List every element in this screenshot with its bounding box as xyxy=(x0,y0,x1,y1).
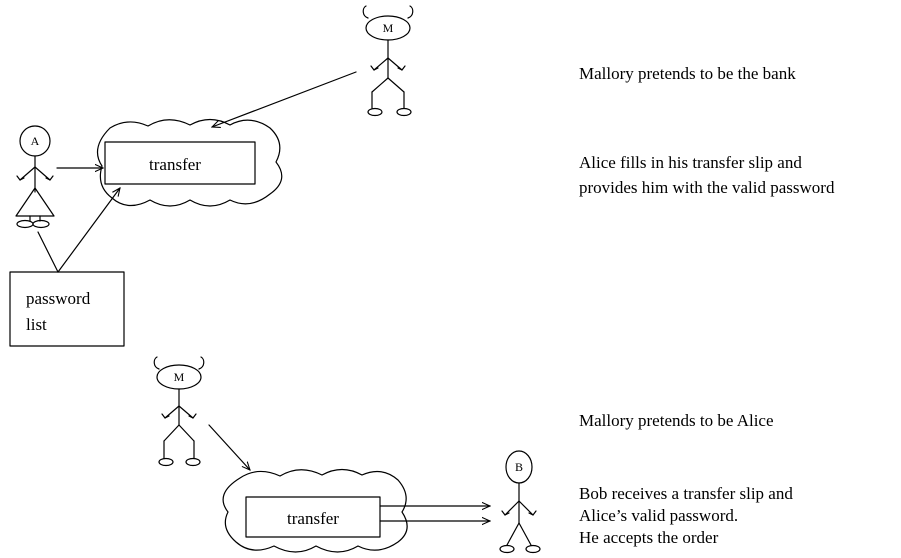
password-list-box xyxy=(9,271,125,347)
bob-cloud xyxy=(222,468,408,553)
transfer-label: transfer xyxy=(149,155,201,174)
password-to-transfer-arrow xyxy=(57,188,120,273)
caption-mallory-alice: Mallory pretends to be Alice xyxy=(579,411,774,430)
transfer-label-2: transfer xyxy=(287,509,339,528)
scene-1: M transfer A xyxy=(9,5,835,347)
caption-mallory-bank: Mallory pretends to be the bank xyxy=(579,64,796,83)
caption-bob-receives-2: Alice’s valid password. xyxy=(579,506,738,525)
bob-head-label: B xyxy=(515,460,523,474)
mallory-head-label: M xyxy=(383,21,394,35)
mallory-figure-2: M xyxy=(153,356,205,467)
alice-figure: A xyxy=(15,125,55,229)
mallory-to-bob-arrow xyxy=(208,424,250,470)
mallory-to-bank-arrow xyxy=(212,71,357,127)
transfer-slip-box-2 xyxy=(245,496,381,538)
alice-head-label: A xyxy=(31,134,40,148)
caption-alice-fills-1: Alice fills in his transfer slip and xyxy=(579,153,802,172)
caption-alice-fills-2: provides him with the valid password xyxy=(579,178,835,197)
password-to-alice-line xyxy=(37,231,59,273)
transfer-slip-box xyxy=(104,141,256,185)
mallory-figure: M xyxy=(362,5,414,117)
caption-bob-receives-1: Bob receives a transfer slip and xyxy=(579,484,793,503)
password-list-line-2: list xyxy=(26,315,47,334)
password-list-line-1: password xyxy=(26,289,91,308)
caption-bob-accepts: He accepts the order xyxy=(579,528,719,547)
scene-2: M transfer B xyxy=(153,356,793,554)
bob-figure: B xyxy=(499,450,541,554)
mallory-2-head-label: M xyxy=(174,370,185,384)
